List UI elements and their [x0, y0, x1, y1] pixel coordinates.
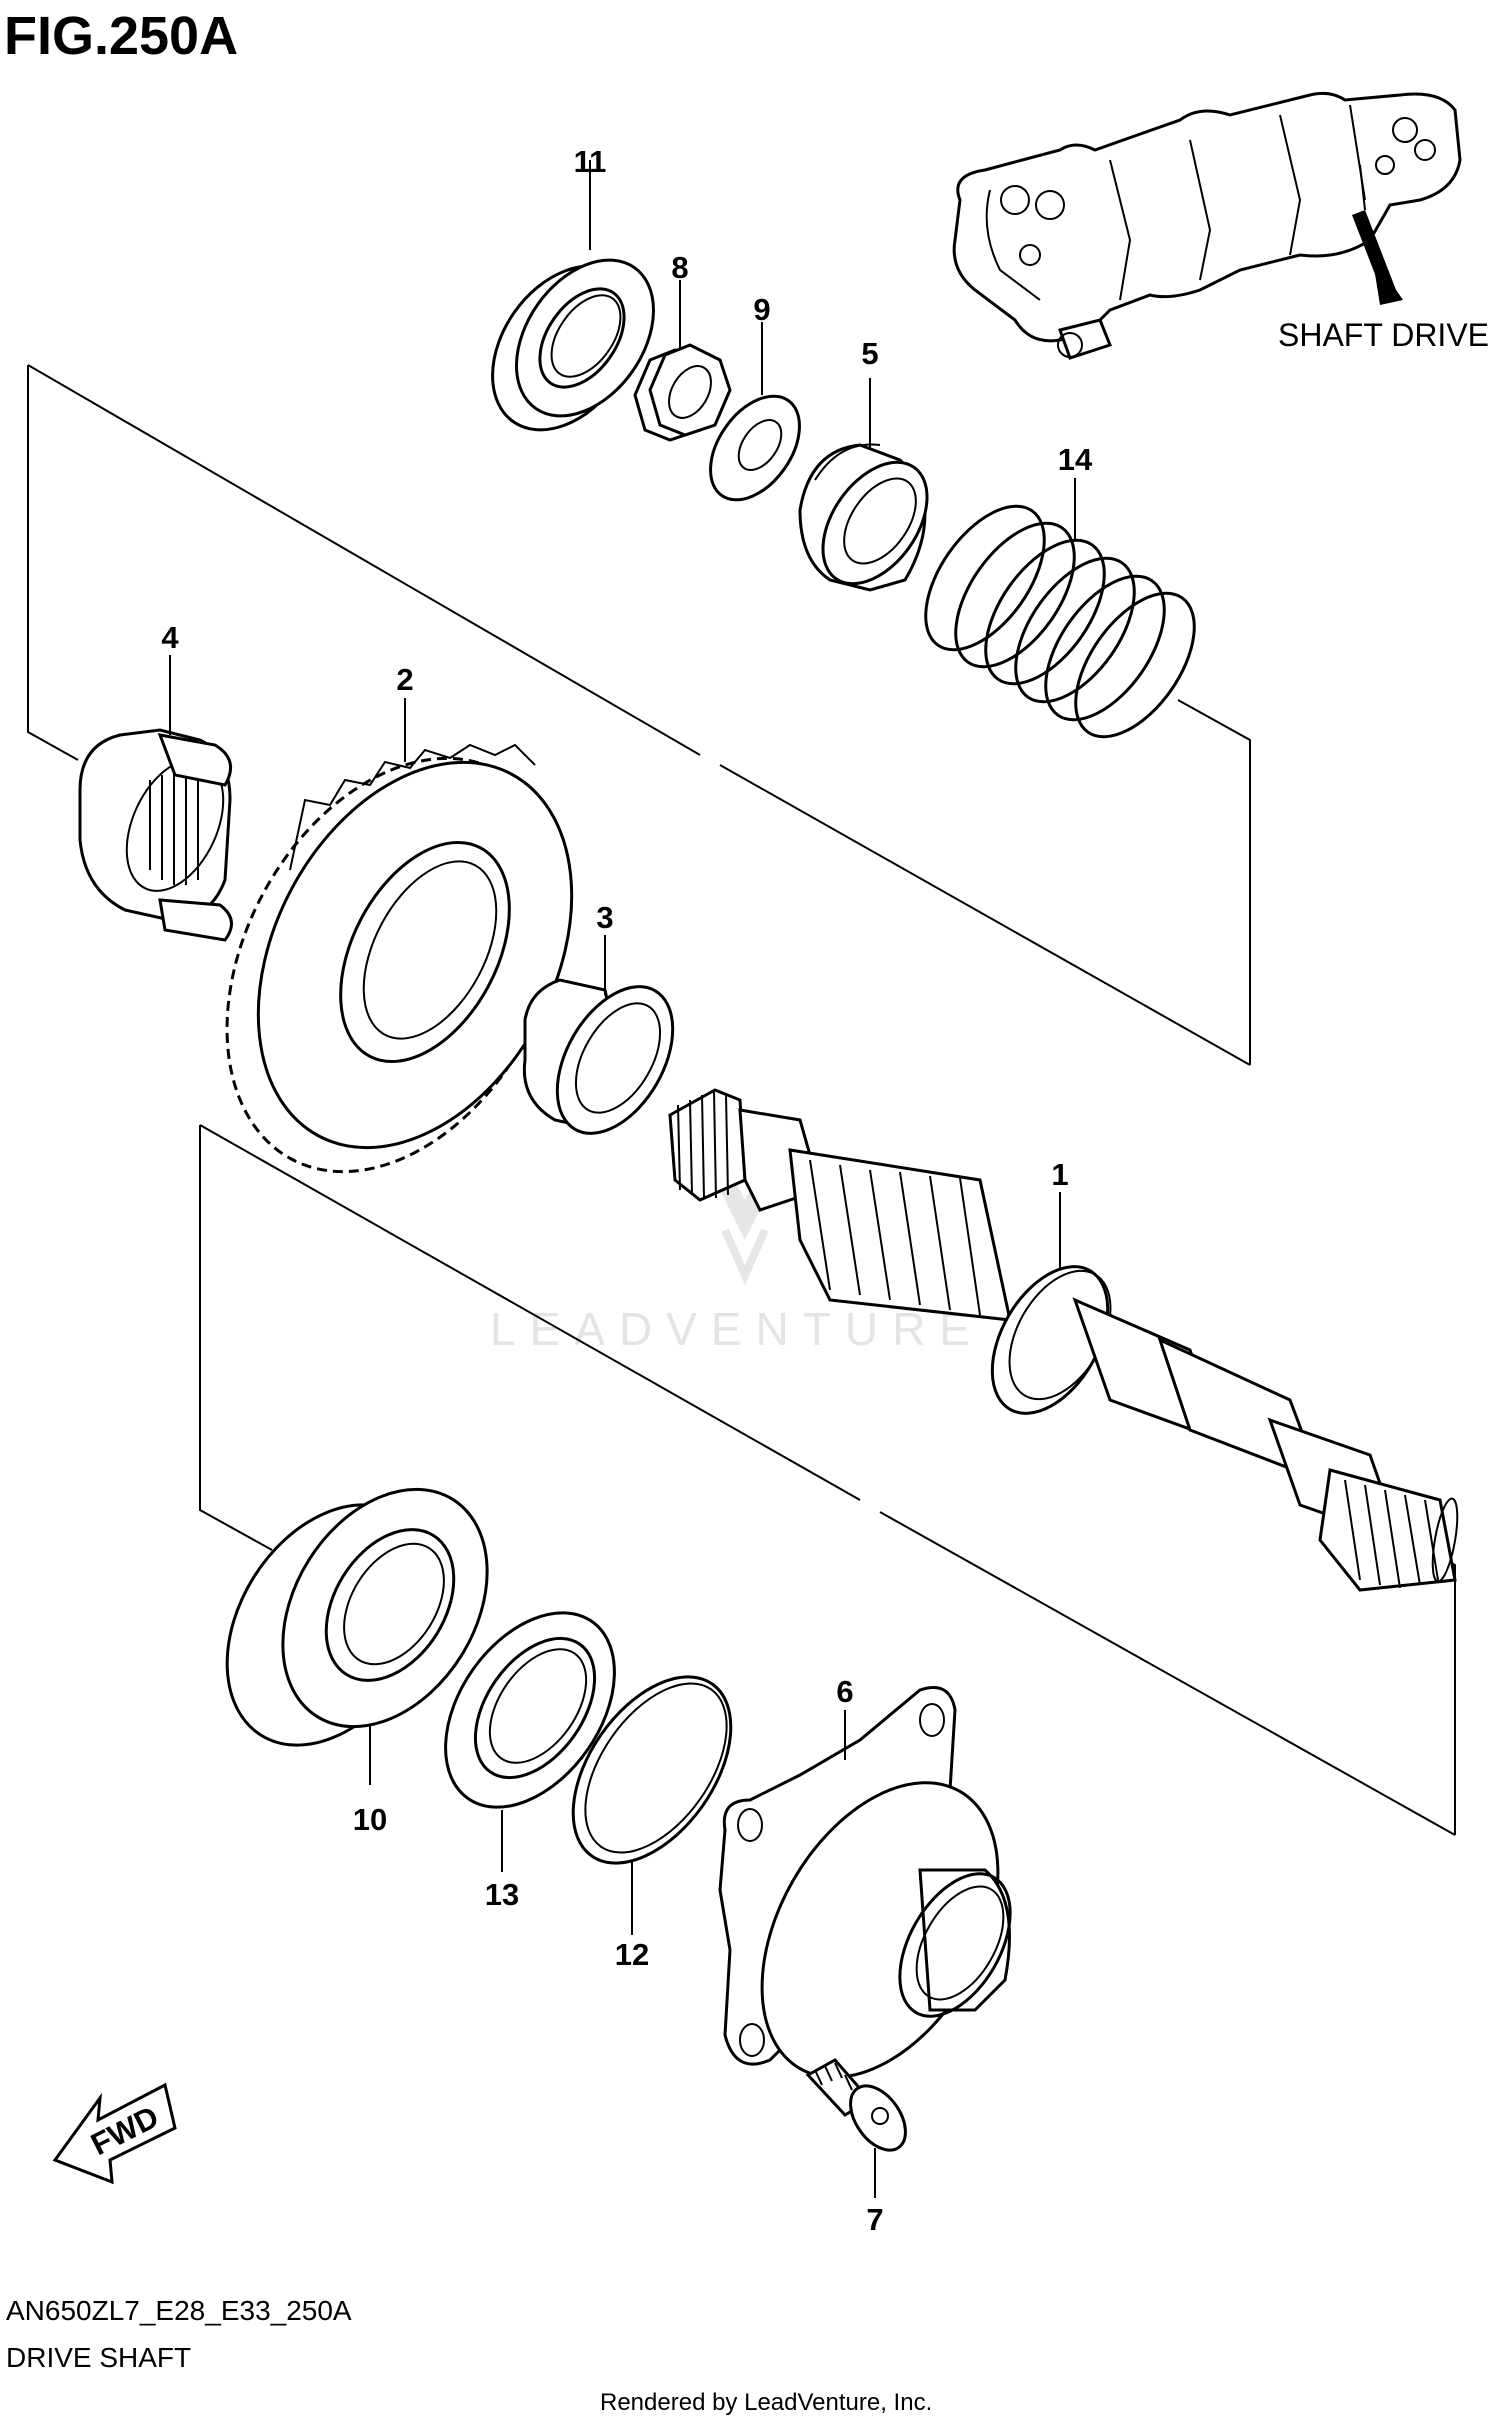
- callout-3: 3: [596, 900, 613, 935]
- part-2-gear[interactable]: [159, 698, 635, 1230]
- part-3-collar[interactable]: [522, 935, 696, 1153]
- callouts: 11 8 9 5 14 4 2 3 1 6 10 13 12 7: [161, 144, 1093, 2237]
- callout-5: 5: [861, 336, 878, 371]
- callout-12: 12: [615, 1937, 649, 1972]
- callout-1: 1: [1051, 1157, 1068, 1192]
- inset-engine: SHAFT DRIVE: [952, 91, 1489, 360]
- rendered-by: Rendered by LeadVenture, Inc.: [600, 2389, 932, 2416]
- fwd-arrow: FWD: [52, 2082, 177, 2185]
- part-4-dog-clutch[interactable]: [78, 655, 243, 942]
- part-6-housing[interactable]: [713, 1686, 1046, 2119]
- callout-6: 6: [836, 1674, 853, 1709]
- figure-title: FIG.250A: [4, 6, 238, 66]
- part-13-oil-seal[interactable]: [411, 1581, 650, 1872]
- callout-14: 14: [1058, 442, 1093, 477]
- diagram-name: DRIVE SHAFT: [6, 2342, 191, 2373]
- callout-13: 13: [485, 1877, 519, 1912]
- callout-7: 7: [866, 2202, 883, 2237]
- part-1-drive-shaft[interactable]: [668, 1088, 1462, 1592]
- callout-10: 10: [353, 1802, 387, 1837]
- part-14-spring[interactable]: [902, 478, 1218, 757]
- part-11-oil-seal[interactable]: [463, 160, 682, 457]
- part-12-o-ring[interactable]: [541, 1648, 763, 1935]
- watermark-text: LEADVENTURE: [490, 1303, 984, 1355]
- assembly-box-upper: [27, 364, 1251, 1066]
- inset-label-shaft-drive: SHAFT DRIVE: [1278, 317, 1489, 353]
- part-9-washer[interactable]: [692, 322, 818, 516]
- callout-8: 8: [671, 250, 688, 285]
- part-5-bushing[interactable]: [798, 378, 948, 603]
- callout-2: 2: [396, 662, 413, 697]
- part-10-bearing[interactable]: [185, 1452, 529, 1785]
- part-8-nut[interactable]: [633, 280, 732, 442]
- callout-4: 4: [161, 620, 179, 655]
- diagram-code: AN650ZL7_E28_E33_250A: [6, 2295, 352, 2326]
- callout-9: 9: [753, 292, 770, 327]
- part-7-screw[interactable]: [805, 2058, 917, 2198]
- callout-11: 11: [574, 144, 607, 179]
